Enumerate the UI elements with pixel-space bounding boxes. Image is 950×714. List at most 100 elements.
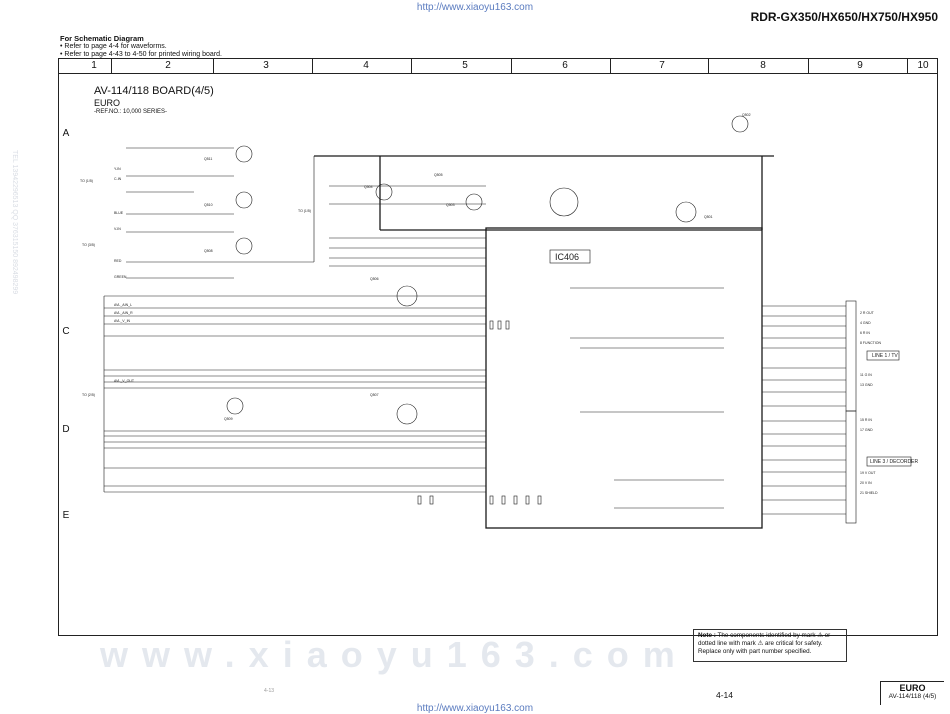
transistor-label: Q505	[434, 173, 443, 177]
pin-name: 11 G IN	[860, 373, 872, 377]
transistor-symbol	[396, 403, 418, 425]
column-divider	[511, 58, 512, 74]
row-letter: C	[62, 326, 70, 337]
signal-wires	[103, 147, 846, 515]
signal-label: RED	[114, 259, 122, 263]
diode-array	[570, 287, 724, 509]
board-ref-no: -REF.NO.: 10,000 SERIES-	[94, 109, 168, 115]
column-number: 6	[562, 60, 568, 71]
offpage-label: TO (1/5)	[298, 209, 311, 213]
pin-name: 13 GND	[860, 383, 873, 387]
transistor-symbol	[675, 201, 697, 223]
transistor-label: Q511	[204, 157, 212, 161]
side-watermark: TEL 13942296513 QQ 376315150 892498299	[11, 150, 18, 295]
transistor-symbol	[375, 183, 393, 201]
facing-page-number: 4-13	[264, 688, 275, 694]
safety-note-text: The components identified by mark ⚠ or d…	[698, 632, 831, 655]
connector-label-box	[866, 350, 900, 361]
ic406-box	[485, 227, 763, 529]
signal-label: AVL_V_OUT	[114, 379, 135, 383]
transistor-symbol	[235, 145, 253, 163]
offpage-label: TO (2/5)	[82, 393, 95, 397]
connector-label-line3: LINE 3 / DECORDER	[870, 459, 918, 465]
connector-label-box	[866, 456, 912, 467]
column-number: 9	[857, 60, 863, 71]
note-line-waveforms: • Refer to page 4-4 for waveforms.	[60, 43, 167, 50]
column-divider	[808, 58, 809, 74]
column-divider	[312, 58, 313, 74]
column-divider	[907, 58, 908, 74]
pin-name: 6 R IN	[860, 331, 870, 335]
note-line-wiring-board: • Refer to page 4-43 to 4-50 for printed…	[60, 51, 222, 58]
column-divider	[610, 58, 611, 74]
transistor-symbol	[226, 397, 244, 415]
column-number: 4	[363, 60, 369, 71]
signal-label: C-IN	[114, 177, 122, 181]
offpage-label: TO (3/5)	[82, 243, 95, 247]
pin-name: 21 SHIELD	[860, 491, 878, 495]
transistor-label: Q510	[204, 203, 213, 207]
transistor-label: Q504	[364, 185, 373, 189]
signal-label: GREEN	[114, 275, 127, 279]
signal-label: Y-IN	[114, 167, 121, 171]
pin-name: 8 FUNCTION	[860, 341, 881, 345]
pin-name: 19 V OUT	[860, 471, 876, 475]
pin-name: 2 R OUT	[860, 311, 875, 315]
transistor-label: Q502	[742, 113, 751, 117]
transistor-symbol	[396, 285, 418, 307]
url-top[interactable]: http://www.xiaoyu163.com	[416, 2, 534, 13]
resistor-array	[417, 320, 542, 505]
ic406-label-box	[549, 249, 591, 264]
pin-name: 17 GND	[860, 428, 873, 432]
column-number: 8	[760, 60, 766, 71]
connector-label-line1: LINE 1 / TV	[872, 353, 898, 359]
model-title: RDR-GX350/HX650/HX750/HX950	[750, 10, 938, 24]
column-divider	[411, 58, 412, 74]
signal-label: AVL_V_IN	[114, 319, 131, 323]
connector-line1	[845, 300, 857, 412]
row-letter: E	[62, 510, 70, 521]
column-number: 10	[917, 60, 929, 71]
signal-label: AVL_AIN_R	[114, 311, 133, 315]
board-region: EURO	[94, 98, 121, 108]
column-strip	[58, 58, 938, 74]
transistor-symbol	[235, 237, 253, 255]
row-letter: D	[62, 424, 70, 435]
signal-label: V-IN	[114, 227, 121, 231]
column-divider	[213, 58, 214, 74]
pin-name: 20 V IN	[860, 481, 872, 485]
ic406-label: IC406	[555, 252, 579, 262]
schematic-drawing: IC406 LINE 1 / TV LINE 3 / DECORDER 2 R …	[80, 113, 918, 529]
transistor-label: Q503	[446, 203, 455, 207]
board-title: AV-114/118 BOARD(4/5)	[94, 85, 214, 97]
pin-name: 4 GND	[860, 321, 871, 325]
column-number: 7	[659, 60, 665, 71]
footer-board: AV-114/118 (4/5)	[888, 693, 937, 700]
safety-note: Note : The components identified by mark…	[693, 629, 847, 662]
page-number: 4-14	[716, 690, 734, 700]
schematic-frame	[58, 58, 938, 636]
signal-label: AVL_AIN_L	[114, 303, 132, 307]
connector-line3	[845, 410, 857, 524]
transistor-label: Q501	[704, 215, 713, 219]
transistor-label: Q507	[370, 393, 379, 397]
url-bottom[interactable]: http://www.xiaoyu163.com	[416, 703, 534, 714]
transistor-label: Q508	[204, 249, 213, 253]
row-letter: A	[62, 128, 70, 139]
footer-region: EURO	[899, 683, 926, 693]
safety-note-label: Note :	[698, 632, 716, 639]
column-number: 1	[91, 60, 97, 71]
signal-label: BLUE	[114, 211, 124, 215]
column-number: 2	[165, 60, 171, 71]
transistor-label: Q509	[224, 417, 233, 421]
transistor-symbol	[235, 191, 253, 209]
transistor-symbol	[465, 193, 483, 211]
column-number: 5	[462, 60, 468, 71]
transistor-symbol	[731, 115, 749, 133]
watermark-text: www.xiaoyu163.com	[100, 634, 689, 675]
offpage-label: TO (1/5)	[80, 179, 93, 183]
column-number: 3	[263, 60, 269, 71]
footer-box: EURO AV-114/118 (4/5)	[880, 681, 944, 705]
transistor-symbol	[549, 187, 579, 217]
notes-heading: For Schematic Diagram	[60, 34, 144, 43]
